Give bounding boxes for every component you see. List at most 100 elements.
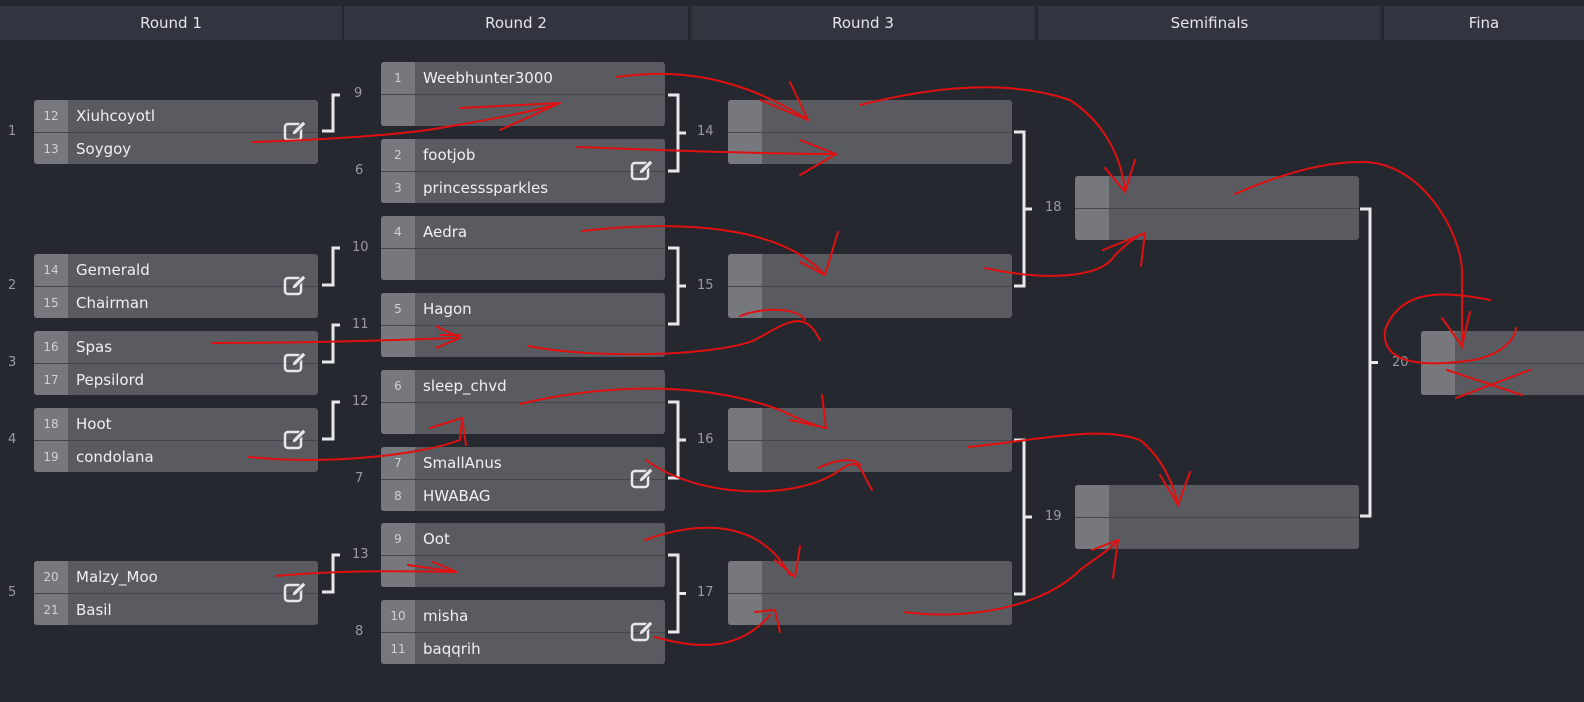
seed-number: 4 <box>381 216 415 248</box>
seed-number: 18 <box>34 408 68 440</box>
connector <box>1014 130 1032 288</box>
participant-row[interactable] <box>1421 363 1584 395</box>
seed-number <box>1075 518 1109 549</box>
participant-row[interactable] <box>728 100 1012 132</box>
participant-row[interactable] <box>728 440 1012 472</box>
connector <box>322 323 340 364</box>
seed-number <box>728 441 762 472</box>
participant-row[interactable] <box>381 94 665 126</box>
edit-icon[interactable] <box>282 118 308 144</box>
seed-number: 20 <box>34 561 68 593</box>
seed-number <box>381 326 415 357</box>
participant-name: Basil <box>76 600 112 619</box>
edit-icon[interactable] <box>282 349 308 375</box>
seed-number <box>1075 176 1109 208</box>
seed-number: 13 <box>34 133 68 164</box>
seed-number: 8 <box>381 480 415 511</box>
seed-number: 5 <box>381 293 415 325</box>
round-header: Round 3 <box>691 6 1035 40</box>
participant-row[interactable] <box>381 248 665 280</box>
seed-number: 14 <box>34 254 68 286</box>
match-number: 12 <box>352 394 369 409</box>
match-final[interactable] <box>1421 331 1584 395</box>
participant-row[interactable] <box>381 555 665 587</box>
match-round3[interactable] <box>728 408 1012 472</box>
edit-icon[interactable] <box>629 157 655 183</box>
participant-row[interactable] <box>1075 176 1359 208</box>
participant-row[interactable] <box>728 132 1012 164</box>
match-number: 7 <box>355 471 364 486</box>
seed-number <box>381 95 415 126</box>
participant-row[interactable] <box>728 286 1012 318</box>
match-round3[interactable] <box>728 254 1012 318</box>
participant-row[interactable] <box>1075 208 1359 240</box>
participant-row[interactable] <box>1421 331 1584 363</box>
seed-number: 1 <box>381 62 415 94</box>
seed-number: 6 <box>381 370 415 402</box>
participant-row[interactable]: 14 Gemerald <box>34 254 318 286</box>
edit-icon[interactable] <box>282 272 308 298</box>
match-number: 15 <box>697 278 714 293</box>
match-number: 14 <box>697 124 714 139</box>
participant-row[interactable] <box>1075 485 1359 517</box>
edit-icon[interactable] <box>282 426 308 452</box>
participant-row[interactable] <box>381 325 665 357</box>
match-number: 20 <box>1392 355 1409 370</box>
match-number: 19 <box>1045 509 1062 524</box>
seed-number <box>728 133 762 164</box>
edit-icon[interactable] <box>282 579 308 605</box>
match-number: 16 <box>697 432 714 447</box>
match-round3[interactable] <box>728 561 1012 625</box>
edit-icon[interactable] <box>629 465 655 491</box>
participant-row[interactable] <box>728 408 1012 440</box>
participant-name: Gemerald <box>76 261 150 279</box>
participant-name: SmallAnus <box>423 454 502 472</box>
edit-icon[interactable] <box>629 618 655 644</box>
participant-row[interactable] <box>728 254 1012 286</box>
participant-row[interactable] <box>1075 517 1359 549</box>
match-round3[interactable] <box>728 100 1012 164</box>
participant-row[interactable] <box>728 561 1012 593</box>
match-number: 10 <box>352 240 369 255</box>
match-number: 3 <box>8 355 17 370</box>
match-semifinal[interactable] <box>1075 485 1359 549</box>
participant-row[interactable] <box>728 593 1012 625</box>
seed-number <box>381 556 415 587</box>
match-semifinal[interactable] <box>1075 176 1359 240</box>
match-number: 1 <box>8 124 17 139</box>
participant-row[interactable] <box>381 402 665 434</box>
